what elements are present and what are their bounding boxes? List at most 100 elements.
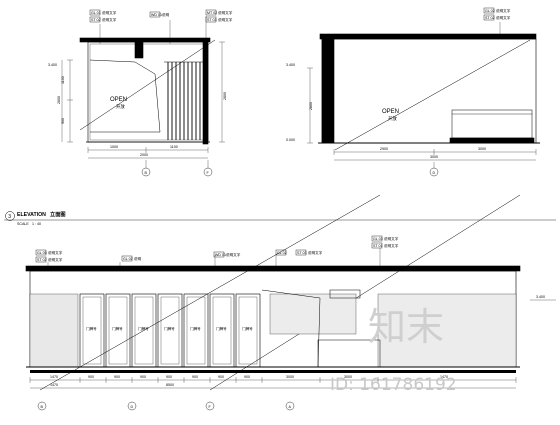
ceiling-band — [319, 33, 537, 40]
diagonal-line — [39, 194, 381, 391]
diagonal-line — [79, 39, 216, 131]
tag-code: WD 01 — [215, 253, 226, 257]
dim-text: 2900 — [380, 147, 388, 151]
tag-code: GL 02 — [485, 9, 495, 13]
tag-text: 说明文字 — [102, 17, 117, 22]
tag-text: 说明 — [162, 12, 170, 17]
dim-text: 900 — [192, 375, 198, 379]
elevation-top-right — [307, 7, 540, 177]
tag-code: GL 02 — [277, 251, 287, 255]
stone-panel — [29, 293, 79, 368]
tag-text: 说明 — [134, 256, 142, 261]
grid-bubble — [127, 401, 137, 411]
dim-text: 2000 — [140, 153, 148, 157]
fin-panels — [167, 62, 201, 140]
grid-bubble — [141, 167, 151, 177]
top-left-text: OPEN 开放 GL 01 说明文字 ST 02 说明文字 WD 01 说明 M… — [48, 10, 233, 175]
level-mark: 3.400 — [48, 63, 57, 67]
dim-text: 1470 — [50, 383, 58, 387]
tag-text: 说明文字 — [384, 243, 399, 248]
level-mark: 3.400 — [536, 295, 545, 299]
open-label: OPEN — [382, 109, 399, 115]
dim-text: 900 — [140, 375, 146, 379]
open-sublabel: 开放 — [116, 103, 125, 110]
dim-text: 2800 — [57, 96, 61, 104]
grid-label: F — [207, 171, 210, 175]
door-label: 门牌号 — [242, 326, 253, 331]
door-label: 门牌号 — [216, 326, 227, 331]
dim-text: 2800 — [223, 92, 227, 100]
counter-base — [449, 137, 535, 144]
dim-text: 8500 — [166, 383, 174, 387]
level-mark: 0.000 — [286, 138, 295, 142]
tag-text: 说明文字 — [218, 17, 233, 22]
tag-text: 说明文字 — [308, 250, 323, 255]
dim-text: 900 — [114, 375, 120, 379]
dim-text: 900 — [166, 375, 172, 379]
grid-label: B — [41, 405, 44, 409]
elevation-top-left — [61, 9, 225, 177]
scale-label: SCALE — [17, 222, 29, 226]
tag-code: ST 02 — [91, 18, 101, 22]
open-label: OPEN — [110, 97, 127, 103]
dim-text: 3000 — [478, 147, 486, 151]
door-label: 门牌号 — [138, 326, 149, 331]
tag-text: 说明文字 — [496, 15, 511, 20]
diagonal-line — [209, 194, 521, 391]
dim-text: 3000 — [430, 155, 438, 159]
door-label: 门牌号 — [190, 326, 201, 331]
signage — [329, 289, 361, 299]
grid-label: D — [131, 405, 134, 409]
section-chinese: 立面图 — [50, 210, 66, 218]
section-number: 3 — [8, 214, 11, 220]
dim-text: 900 — [244, 375, 250, 379]
grid-bubble — [285, 401, 295, 411]
section-title: 3 ELEVATION 立面图 SCALE 1 : 40 — [5, 210, 66, 226]
ceiling-band — [25, 265, 521, 272]
grid-label: F — [209, 405, 212, 409]
wall-frame — [87, 41, 209, 143]
grid-label: D — [433, 171, 436, 175]
tag-text: 说明文字 — [218, 10, 233, 15]
tag-code: ST 03 — [297, 251, 307, 255]
tag-code: ST 02 — [37, 258, 47, 262]
dim-text: 900 — [218, 375, 224, 379]
tag-text: 说明文字 — [226, 252, 241, 257]
section-label: ELEVATION — [17, 212, 46, 218]
opening-outline — [89, 59, 161, 133]
grid-bubble — [429, 167, 439, 177]
dim-text: 1470 — [50, 375, 58, 379]
bottom-text: GL 05 说明文字 ST 02 说明文字 GL 02 说明 WD 01 说明文… — [37, 236, 545, 409]
top-right-text: OPEN 开放 GL 02 说明文字 ST 02 说明文字 3.400 0.00… — [286, 8, 511, 175]
tag-code: ST 03 — [207, 18, 217, 22]
scale-value: 1 : 40 — [32, 222, 41, 226]
tag-code: GL 02 — [123, 257, 133, 261]
dim-text: 2800 — [309, 102, 313, 110]
dim-text: 1100 — [170, 145, 178, 149]
dim-text: 900 — [61, 118, 65, 124]
door-label: 门牌号 — [164, 326, 175, 331]
tag-code: GL 05 — [37, 251, 47, 255]
tag-text: 说明文字 — [102, 10, 117, 15]
grid-bubble — [203, 167, 213, 177]
tag-text: 说明文字 — [384, 236, 399, 241]
column — [321, 38, 335, 144]
tag-text: 说明文字 — [496, 8, 511, 13]
grid-bubble — [37, 401, 47, 411]
tag-code: ST 01 — [373, 244, 383, 248]
watermark-brand: 知末 — [368, 305, 444, 349]
wall-inner — [89, 43, 207, 141]
dim-text: 1000 — [110, 145, 118, 149]
grid-bubble — [205, 401, 215, 411]
stone-panel — [269, 293, 357, 335]
tag-code: GL 03 — [373, 237, 383, 241]
dim-text: 3000 — [286, 375, 294, 379]
tag-code: ST 02 — [485, 16, 495, 20]
dim-text: 1100 — [61, 76, 65, 84]
dim-text: 1470 — [440, 375, 448, 379]
grid-label: B — [145, 171, 148, 175]
level-mark: 3.400 — [286, 63, 295, 67]
diagonal-line — [334, 39, 531, 151]
